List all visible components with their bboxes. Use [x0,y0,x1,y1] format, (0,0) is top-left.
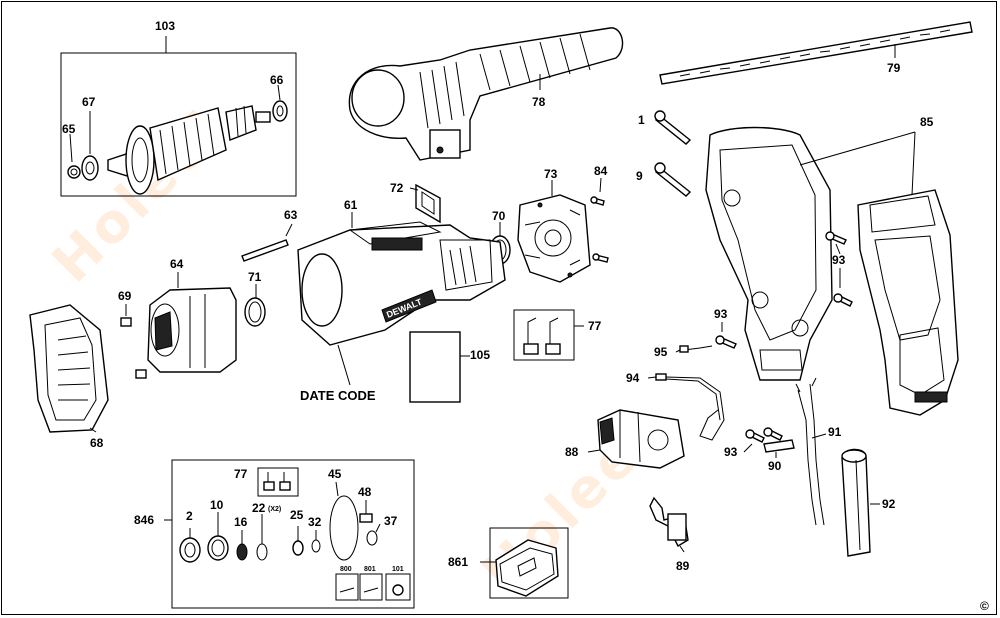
part-label-68: 68 [90,436,104,450]
part-label-65: 65 [62,122,76,136]
part-label-66: 66 [270,73,284,87]
label-card-105 [409,331,461,403]
kit-parts [179,495,378,563]
bracket-72 [415,183,441,224]
part-label-63: 63 [284,208,298,222]
pin-63 [241,239,289,262]
screw-93-pair [825,231,853,307]
field-coil-64 [147,287,237,373]
part-label-61: 61 [344,198,358,212]
part-label-22: 22 [252,501,266,515]
gear-kit-group-box [171,459,415,609]
date-code-caption: DATE CODE [300,388,376,403]
screw-93-single [715,335,737,349]
screw-93-lower [745,427,783,443]
copyright-mark: © [980,599,989,613]
ring-71 [244,297,266,327]
part-label-77-kit: 77 [234,467,248,481]
part-label-861: 861 [448,555,469,569]
kit-101-box [385,573,411,601]
part-label-93-upper: 93 [832,253,846,267]
part-label-73: 73 [544,167,558,181]
part-label-67: 67 [82,95,96,109]
cord-protector-92 [841,448,871,557]
part-label-801: 801 [364,566,376,573]
wire-95 [679,345,713,353]
switch-88 [597,409,685,469]
part-label-85: 85 [920,115,934,129]
brushes-group-box [513,309,575,361]
part-label-9: 9 [636,169,643,183]
part-label-92: 92 [882,497,896,511]
part-label-25: 25 [290,508,304,522]
kit-800-box [335,573,359,601]
part-label-846: 846 [134,513,155,527]
part-label-89: 89 [676,559,690,573]
clip-89 [649,496,689,547]
part-label-32: 32 [308,515,322,529]
part-label-79: 79 [887,61,901,75]
depth-rod [659,21,973,85]
screw-84 [590,196,609,263]
part-label-37: 37 [384,514,398,528]
part-label-45: 45 [328,467,342,481]
part-label-88: 88 [565,445,579,459]
part-label-93-mid: 93 [714,307,728,321]
part-label-93-lower: 93 [724,445,738,459]
kit-brushes [263,472,291,491]
part-label-1: 1 [638,113,645,127]
part-label-70: 70 [492,209,506,223]
case-group-box [489,527,569,599]
screw-1 [654,110,692,145]
part-label-22-qty: (X2) [268,506,282,513]
part-label-72: 72 [390,181,404,195]
part-label-800: 800 [340,566,352,573]
housing-right-half [857,189,959,416]
housing-left-half [705,126,833,381]
part-label-84: 84 [594,164,608,178]
part-label-90: 90 [768,459,782,473]
part-label-16: 16 [234,515,248,529]
kit-brushes-box [257,467,299,497]
bushing-69 [120,317,147,379]
clamp-90 [763,439,795,453]
part-label-91: 91 [828,425,842,439]
part-label-77-main: 77 [588,319,602,333]
part-label-71: 71 [248,270,262,284]
screw-9 [654,162,692,197]
gear-housing-61 [297,221,506,346]
part-label-2: 2 [186,509,193,523]
part-label-69: 69 [118,289,132,303]
armature [67,100,288,195]
motor-housing-68 [29,304,109,433]
part-label-101: 101 [392,566,404,573]
brush-holder-73 [517,194,591,283]
part-label-94: 94 [626,371,640,385]
carbon-brushes [523,317,561,355]
part-label-105: 105 [470,348,491,362]
carry-case-861 [495,539,559,597]
part-label-48: 48 [358,485,372,499]
part-label-64: 64 [170,257,184,271]
side-handle [348,27,624,161]
part-label-78: 78 [532,95,546,109]
part-label-95: 95 [654,345,668,359]
kit-801-box [359,573,383,601]
power-cord-91 [795,377,825,526]
part-label-10: 10 [210,498,224,512]
part-label-103: 103 [155,19,176,33]
armature-group-box [60,52,297,197]
